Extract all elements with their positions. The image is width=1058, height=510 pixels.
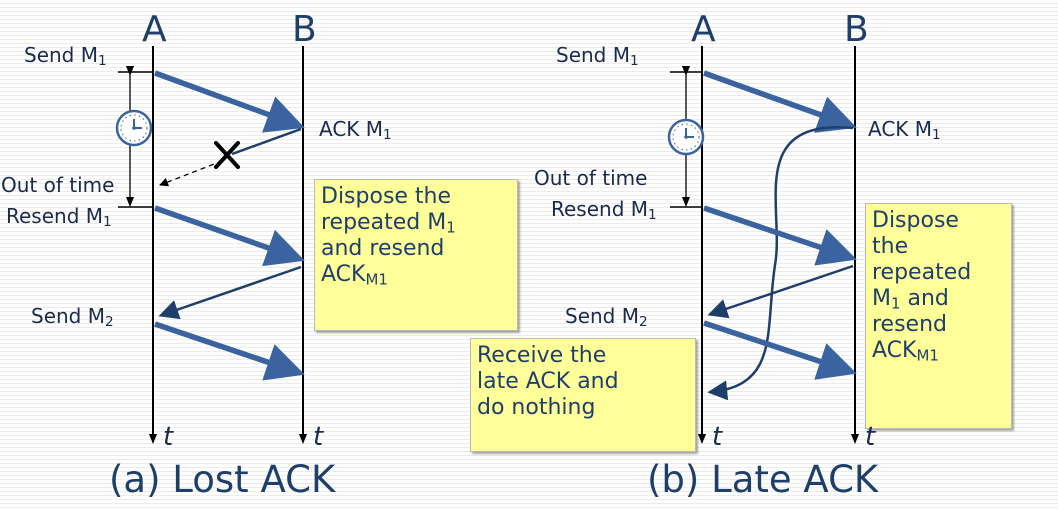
arrow-send-m2 [703, 320, 857, 380]
label-resend-m1: Resend M1 [551, 197, 657, 223]
node-b-header: B [292, 9, 317, 50]
node-a-header: A [142, 9, 167, 50]
arrow-resend-m1 [154, 205, 305, 267]
label-ack-m1: ACK M1 [868, 117, 941, 143]
time-label-a: t [163, 422, 174, 452]
time-label-b: t [313, 422, 324, 452]
caption-a: (a) Lost ACK [109, 458, 336, 501]
node-b-header: B [844, 9, 869, 50]
label-out-of-time: Out of time [1, 173, 115, 197]
time-label-a: t [712, 422, 723, 452]
clock-icon [667, 118, 705, 156]
arrow-ack-m1-lost [231, 127, 302, 156]
arrow-ack-resend [707, 264, 854, 319]
label-send-m1: Send M1 [24, 43, 107, 69]
arrow-ack-resend [158, 265, 302, 320]
arrow-ack-m1-late [707, 126, 854, 401]
panel-a-lines [115, 46, 307, 444]
lost-x-icon [214, 141, 240, 169]
caption-b: (b) Late ACK [647, 458, 879, 501]
label-send-m2: Send M2 [31, 304, 114, 330]
clock-icon [115, 109, 153, 147]
node-a-header: A [691, 9, 716, 50]
time-label-b: t [865, 422, 876, 452]
label-out-of-time: Out of time [534, 166, 648, 190]
arrow-resend-m1 [703, 205, 857, 266]
label-ack-m1: ACK M1 [319, 117, 392, 143]
arrow-send-m1 [703, 70, 857, 133]
label-send-m2: Send M2 [565, 304, 648, 330]
label-send-m1: Send M1 [556, 43, 639, 69]
arrow-send-m2 [154, 321, 305, 381]
panel-b-lines [667, 46, 859, 444]
label-resend-m1: Resend M1 [6, 204, 112, 230]
arrow-out-of-time [159, 160, 223, 187]
arrow-send-m1 [154, 70, 305, 133]
